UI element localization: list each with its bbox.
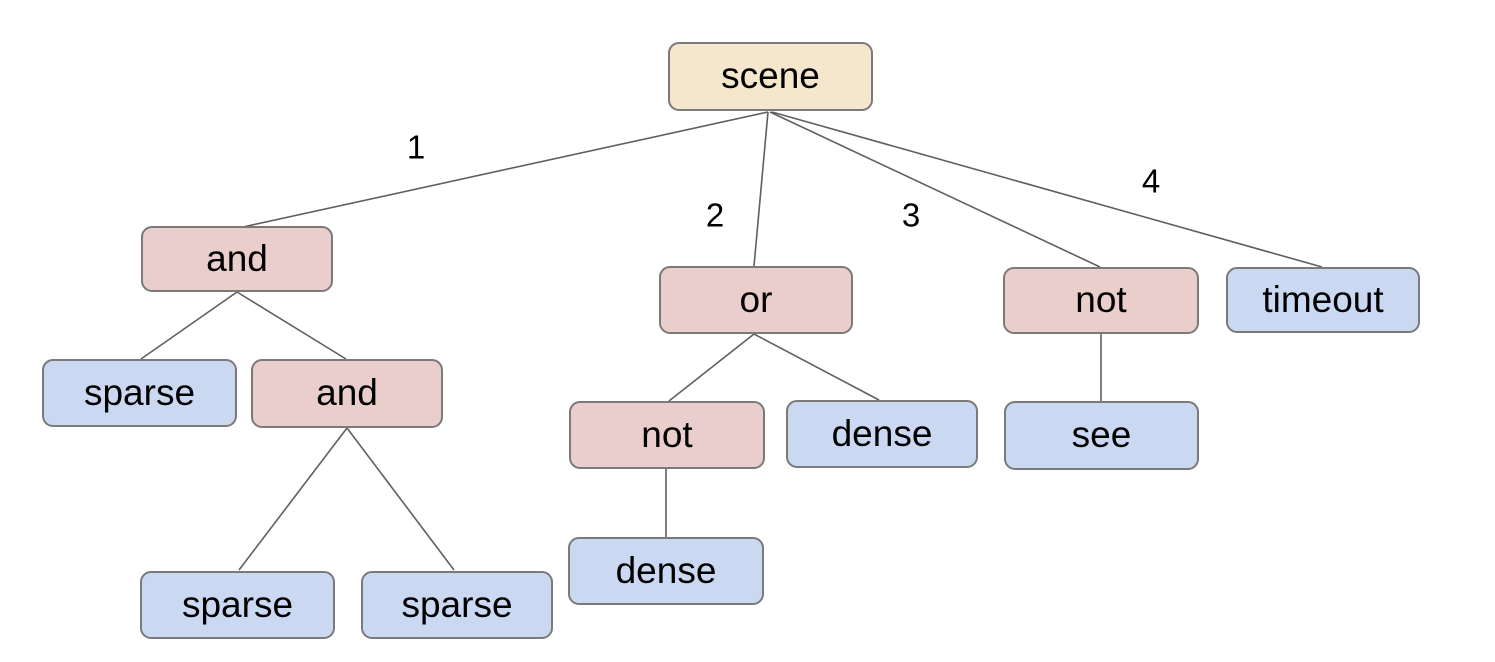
- edge-or-not: [668, 333, 755, 402]
- node-not-1: not: [1003, 267, 1199, 334]
- edge-scene-timeout: [771, 111, 1323, 268]
- edge-scene-and: [242, 111, 769, 228]
- node-sparse-0: sparse: [42, 359, 237, 427]
- node-see: see: [1004, 401, 1199, 470]
- node-and-2: and: [251, 359, 443, 428]
- edge-and2-sparse1: [238, 427, 348, 571]
- node-not-2: not: [569, 401, 765, 469]
- node-sparse-1: sparse: [140, 571, 335, 639]
- node-or: or: [659, 266, 853, 334]
- branch-label-3: 3: [901, 196, 921, 234]
- edge-and-and: [236, 291, 347, 360]
- node-and-1: and: [141, 226, 333, 292]
- edge-and-sparse: [140, 291, 238, 360]
- edge-scene-not: [769, 111, 1101, 268]
- edge-or-dense: [753, 333, 880, 401]
- edge-and2-sparse2: [346, 427, 455, 571]
- node-scene: scene: [668, 42, 873, 111]
- edge-scene-or: [753, 111, 769, 267]
- branch-label-4: 4: [1141, 162, 1161, 200]
- node-sparse-2: sparse: [361, 571, 553, 639]
- node-dense-2: dense: [568, 537, 764, 605]
- branch-label-2: 2: [705, 196, 725, 234]
- node-timeout: timeout: [1226, 267, 1420, 333]
- branch-label-1: 1: [406, 128, 426, 166]
- node-dense-1: dense: [786, 400, 978, 468]
